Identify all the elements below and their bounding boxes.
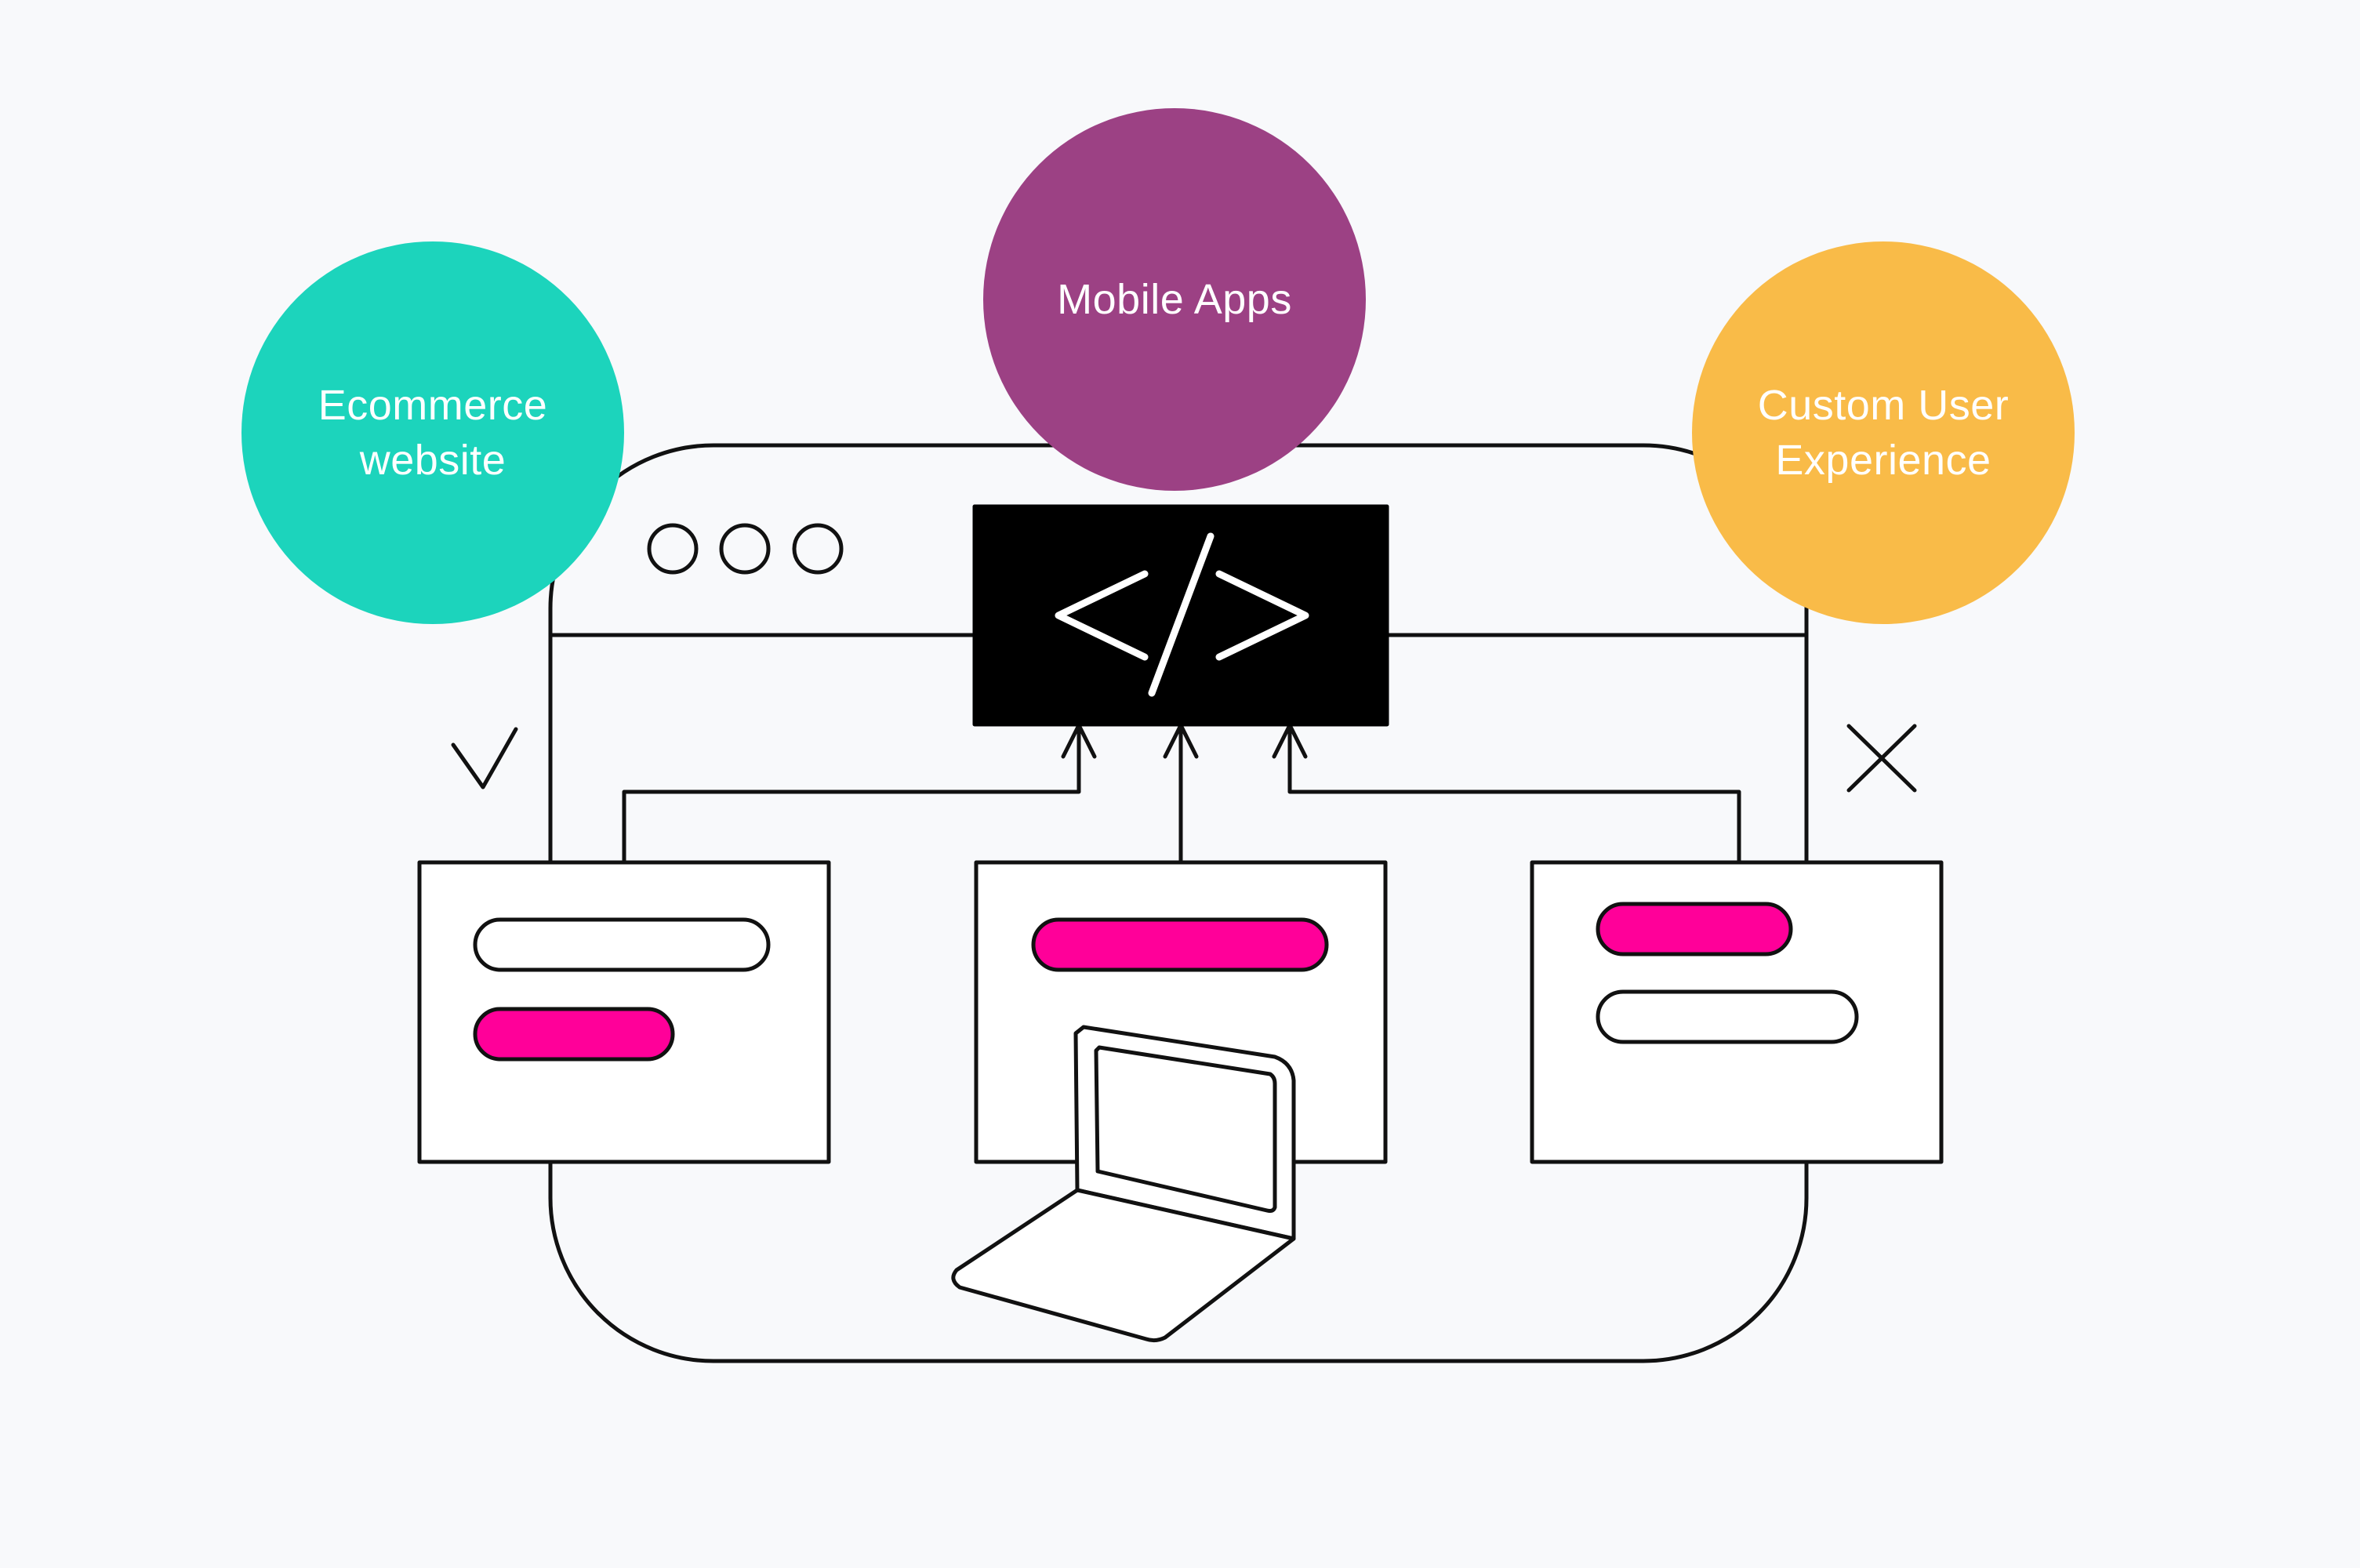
card-right-pill-outline	[1596, 989, 1859, 1044]
window-dot-3	[792, 523, 844, 575]
code-brackets-icon	[1055, 532, 1309, 697]
window-dot-1	[647, 523, 699, 575]
connector-lines	[622, 723, 1741, 865]
connector-right	[1287, 723, 1741, 865]
code-panel	[972, 504, 1389, 727]
cross-icon	[1846, 724, 1917, 793]
ecommerce-bubble	[241, 241, 624, 624]
card-right	[1530, 860, 1944, 1164]
custom-ux-bubble	[1692, 241, 2075, 624]
card-left	[417, 860, 831, 1164]
ecommerce-label: Ecommerce website	[318, 382, 548, 484]
connector-left	[622, 723, 1081, 865]
mobile-apps-bubble	[983, 108, 1366, 491]
check-icon	[451, 727, 518, 789]
card-right-pill-accent	[1596, 902, 1793, 956]
card-left-pill-outline	[473, 917, 771, 972]
card-left-pill-accent	[473, 1007, 675, 1062]
laptop-icon	[951, 1025, 1296, 1343]
mobile-apps-label: Mobile Apps	[1057, 276, 1292, 323]
window-control-dots	[647, 523, 844, 575]
card-center-pill-accent	[1031, 917, 1329, 972]
window-dot-2	[719, 523, 771, 575]
custom-ux-label: Custom User Experience	[1757, 382, 2010, 484]
